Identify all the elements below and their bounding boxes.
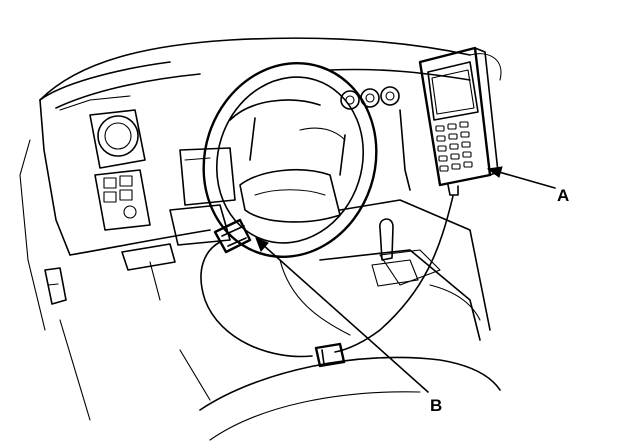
- left-vent-cluster: [89, 109, 151, 231]
- leader-line-b: [255, 237, 429, 393]
- pedal: [121, 243, 176, 271]
- callout-label-b: B: [430, 396, 443, 415]
- gear-shifter: [379, 218, 394, 261]
- steering-column: [44, 147, 236, 305]
- seat: [59, 319, 501, 441]
- dashboard: [19, 37, 502, 331]
- connector-cable: [200, 241, 313, 358]
- tester-screen: [427, 61, 479, 121]
- center-console: [279, 199, 491, 341]
- gauge-cluster: [340, 86, 400, 110]
- tester-cable: [334, 195, 454, 353]
- callout-label-a: A: [557, 186, 570, 205]
- tester-keypad: [435, 121, 473, 172]
- dlc-connector: [213, 218, 252, 254]
- cable-connector: [314, 342, 346, 368]
- diagnostic-tester: [418, 46, 499, 196]
- leader-line-a: [486, 166, 556, 189]
- steering-wheel: [202, 61, 378, 259]
